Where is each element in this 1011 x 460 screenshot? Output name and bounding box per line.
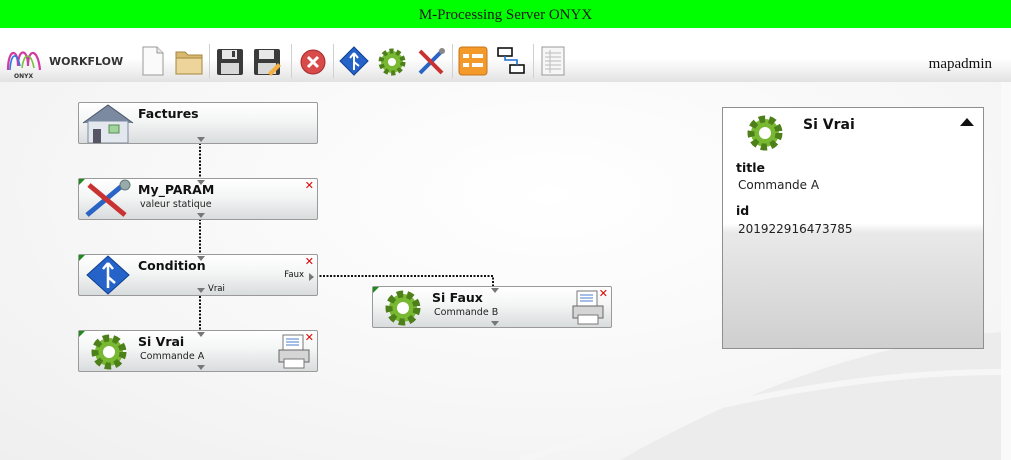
printer-document-icon: [277, 334, 311, 370]
node-subtitle: valeur statique: [140, 199, 212, 210]
delete-button[interactable]: [297, 44, 329, 78]
workflow-node-si-vrai[interactable]: Si Vrai Commande A ✕: [78, 330, 318, 372]
green-gear-icon: [79, 331, 137, 371]
sheet-icon: [541, 46, 565, 76]
node-subtitle: Commande A: [140, 351, 205, 362]
output-arrow-icon[interactable]: [197, 365, 205, 370]
false-output-arrow-icon[interactable]: [309, 273, 314, 281]
blue-diamond-arrow-icon: [79, 255, 137, 295]
field-value: 201922916473785: [738, 222, 853, 236]
floppy-disk-pencil-icon: [254, 49, 281, 76]
workflow-node-my-param[interactable]: My_PARAM valeur statique ✕: [78, 178, 318, 220]
add-command-button[interactable]: [376, 44, 408, 78]
folder-icon: [175, 51, 203, 75]
false-output-label: Faux: [284, 270, 304, 280]
node-title: Si Vrai: [138, 334, 185, 349]
username: mapadmin: [928, 56, 992, 72]
add-param-button[interactable]: [415, 44, 447, 78]
connect-button[interactable]: [495, 44, 527, 78]
input-arrow-icon[interactable]: [197, 332, 205, 337]
printer-document-icon: [571, 290, 605, 326]
onyx-logo-icon: ONYX: [4, 44, 46, 80]
new-document-button[interactable]: [136, 44, 168, 78]
layout-button[interactable]: [457, 44, 489, 78]
workflow-node-si-faux[interactable]: Si Faux Commande B ✕: [372, 286, 612, 328]
field-label: title: [736, 160, 765, 175]
add-condition-button[interactable]: [338, 44, 370, 78]
output-arrow-icon[interactable]: [491, 321, 499, 326]
true-output-label: Vrai: [208, 284, 225, 294]
status-corner-icon: [79, 331, 85, 337]
orange-list-icon: [458, 46, 488, 76]
logo-text: WORKFLOW: [49, 55, 124, 68]
house-icon: [79, 103, 137, 144]
remove-node-icon[interactable]: ✕: [598, 287, 608, 300]
green-gear-icon: [373, 287, 431, 327]
blank-page-icon: [142, 46, 164, 76]
node-title: Si Faux: [432, 290, 483, 305]
red-circle-x-icon: [300, 49, 326, 75]
status-corner-icon: [79, 255, 85, 261]
input-arrow-icon[interactable]: [491, 288, 499, 293]
panel-title: Si Vrai: [803, 117, 855, 133]
remove-node-icon[interactable]: ✕: [304, 331, 314, 344]
tools-icon: [79, 179, 137, 219]
green-gear-icon: [735, 111, 793, 153]
true-output-arrow-icon[interactable]: [197, 288, 205, 293]
field-label: id: [736, 203, 750, 218]
output-arrow-icon[interactable]: [197, 137, 205, 142]
node-subtitle: Commande B: [434, 307, 499, 318]
floppy-disk-icon: [217, 49, 243, 75]
remove-node-icon[interactable]: ✕: [304, 255, 314, 268]
workflow-node-factures[interactable]: Factures: [78, 102, 318, 144]
svg-text:ONYX: ONYX: [14, 73, 33, 80]
node-title: Factures: [138, 106, 199, 121]
workflow-node-condition[interactable]: Condition ✕ Faux Vrai: [78, 254, 318, 296]
properties-panel: Si Vrai title Commande A id 201922916473…: [722, 107, 984, 349]
save-button[interactable]: [214, 44, 246, 78]
field-value: Commande A: [738, 178, 820, 192]
input-arrow-icon[interactable]: [197, 256, 205, 261]
output-arrow-icon[interactable]: [197, 213, 205, 218]
status-corner-icon: [79, 179, 85, 185]
window-title: M-Processing Server ONYX: [0, 0, 1011, 28]
canvas-scrollbar[interactable]: [1001, 82, 1011, 460]
remove-node-icon[interactable]: ✕: [304, 179, 314, 192]
collapse-arrow-icon[interactable]: [960, 118, 974, 126]
properties-button[interactable]: [537, 44, 569, 78]
boxes-link-icon: [497, 47, 525, 74]
status-corner-icon: [373, 287, 379, 293]
input-arrow-icon[interactable]: [197, 180, 205, 185]
save-as-button[interactable]: [251, 44, 283, 78]
tools-icon: [418, 48, 445, 75]
node-title: Condition: [138, 258, 206, 273]
node-title: My_PARAM: [138, 182, 215, 197]
green-gear-icon: [378, 48, 406, 76]
blue-diamond-arrow-icon: [339, 46, 369, 76]
open-folder-button[interactable]: [173, 44, 205, 78]
